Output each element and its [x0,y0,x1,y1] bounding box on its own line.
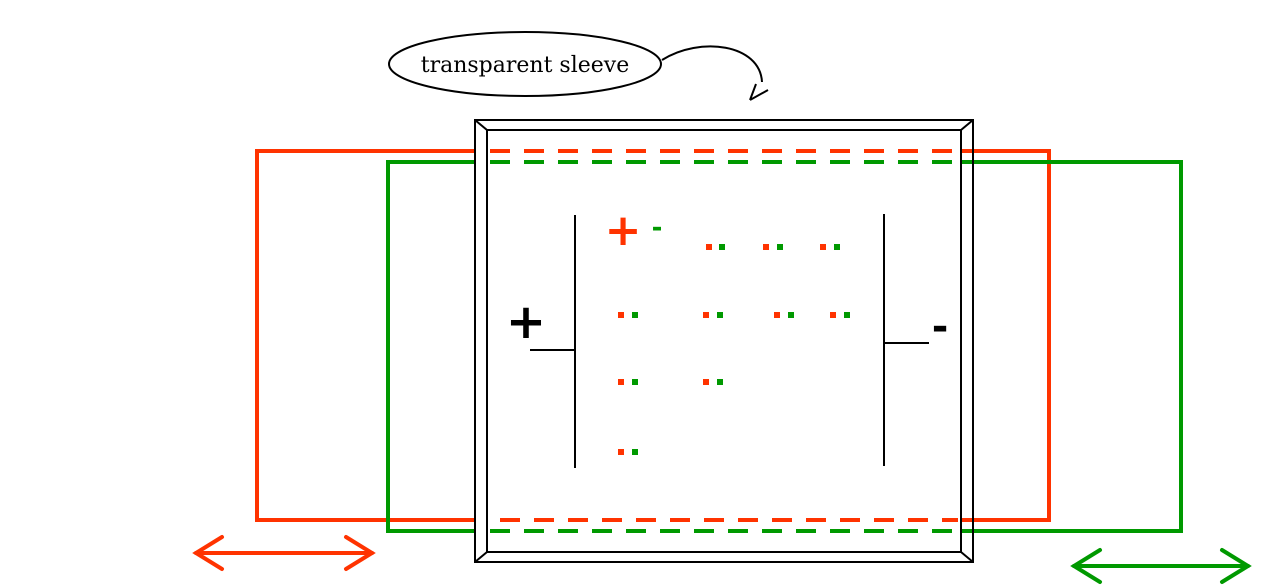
sleeve [474,119,974,563]
charge-pair [618,312,638,318]
red-plate-outer-edge-right [960,149,1051,522]
pair-minus-sign: - [652,213,663,243]
charge-pair [774,312,794,318]
left-plus-sign: + [506,294,546,350]
charge-pair [830,312,850,318]
sleeve-corner-tl [474,119,488,131]
callout-arrowhead [749,83,769,101]
charge-pair [763,244,783,250]
green-plate-outer-edge-left [386,160,476,533]
charge-pair [618,449,638,455]
green-double-arrow-icon [1070,548,1252,584]
callout-arrow-icon [661,45,763,83]
charge-pair [706,244,725,250]
charge-pair [820,244,840,250]
charge-pair [703,312,723,318]
sleeve-outer [474,119,974,563]
callout-bubble [388,31,662,97]
sleeve-corner-br [960,551,974,563]
green-plate-outer-edge-right [960,160,1183,533]
electrodes [530,214,929,468]
sleeve-inner [486,129,962,553]
callout: transparent sleeve [388,31,769,101]
charge-pairs [618,244,850,455]
red-plate [255,149,1051,522]
pair-plus-sign: + [605,205,642,256]
sleeve-corner-tr [960,119,974,131]
red-double-arrow-icon [192,535,376,571]
sleeve-corner-bl [474,551,488,563]
charge-pair [703,379,723,385]
red-plate-outer-edge [255,149,476,522]
right-minus-sign: - [932,304,949,350]
callout-label: transparent sleeve [421,53,629,78]
charge-pair [618,379,638,385]
green-plate [386,160,1183,533]
